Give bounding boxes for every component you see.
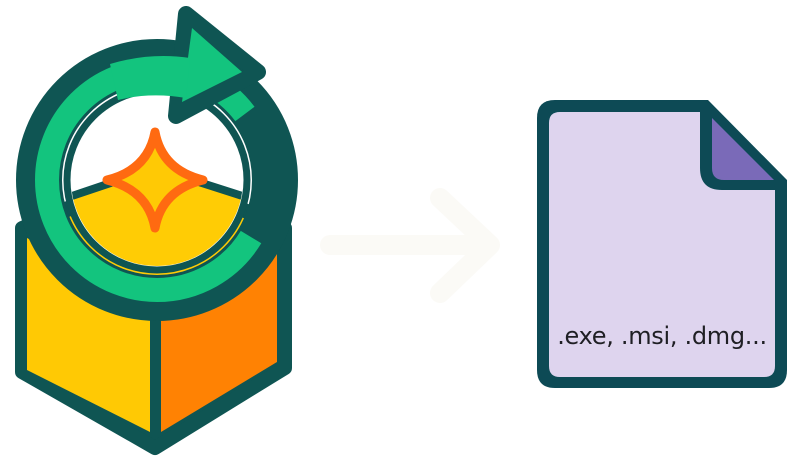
- right-arrow-icon: [320, 188, 500, 303]
- refresh-arrowhead-icon: [110, 6, 266, 124]
- executable-file-icon: [537, 100, 787, 388]
- file-extensions-label: .exe, .msi, .dmg...: [557, 322, 767, 350]
- sparkle-icon: [102, 127, 208, 233]
